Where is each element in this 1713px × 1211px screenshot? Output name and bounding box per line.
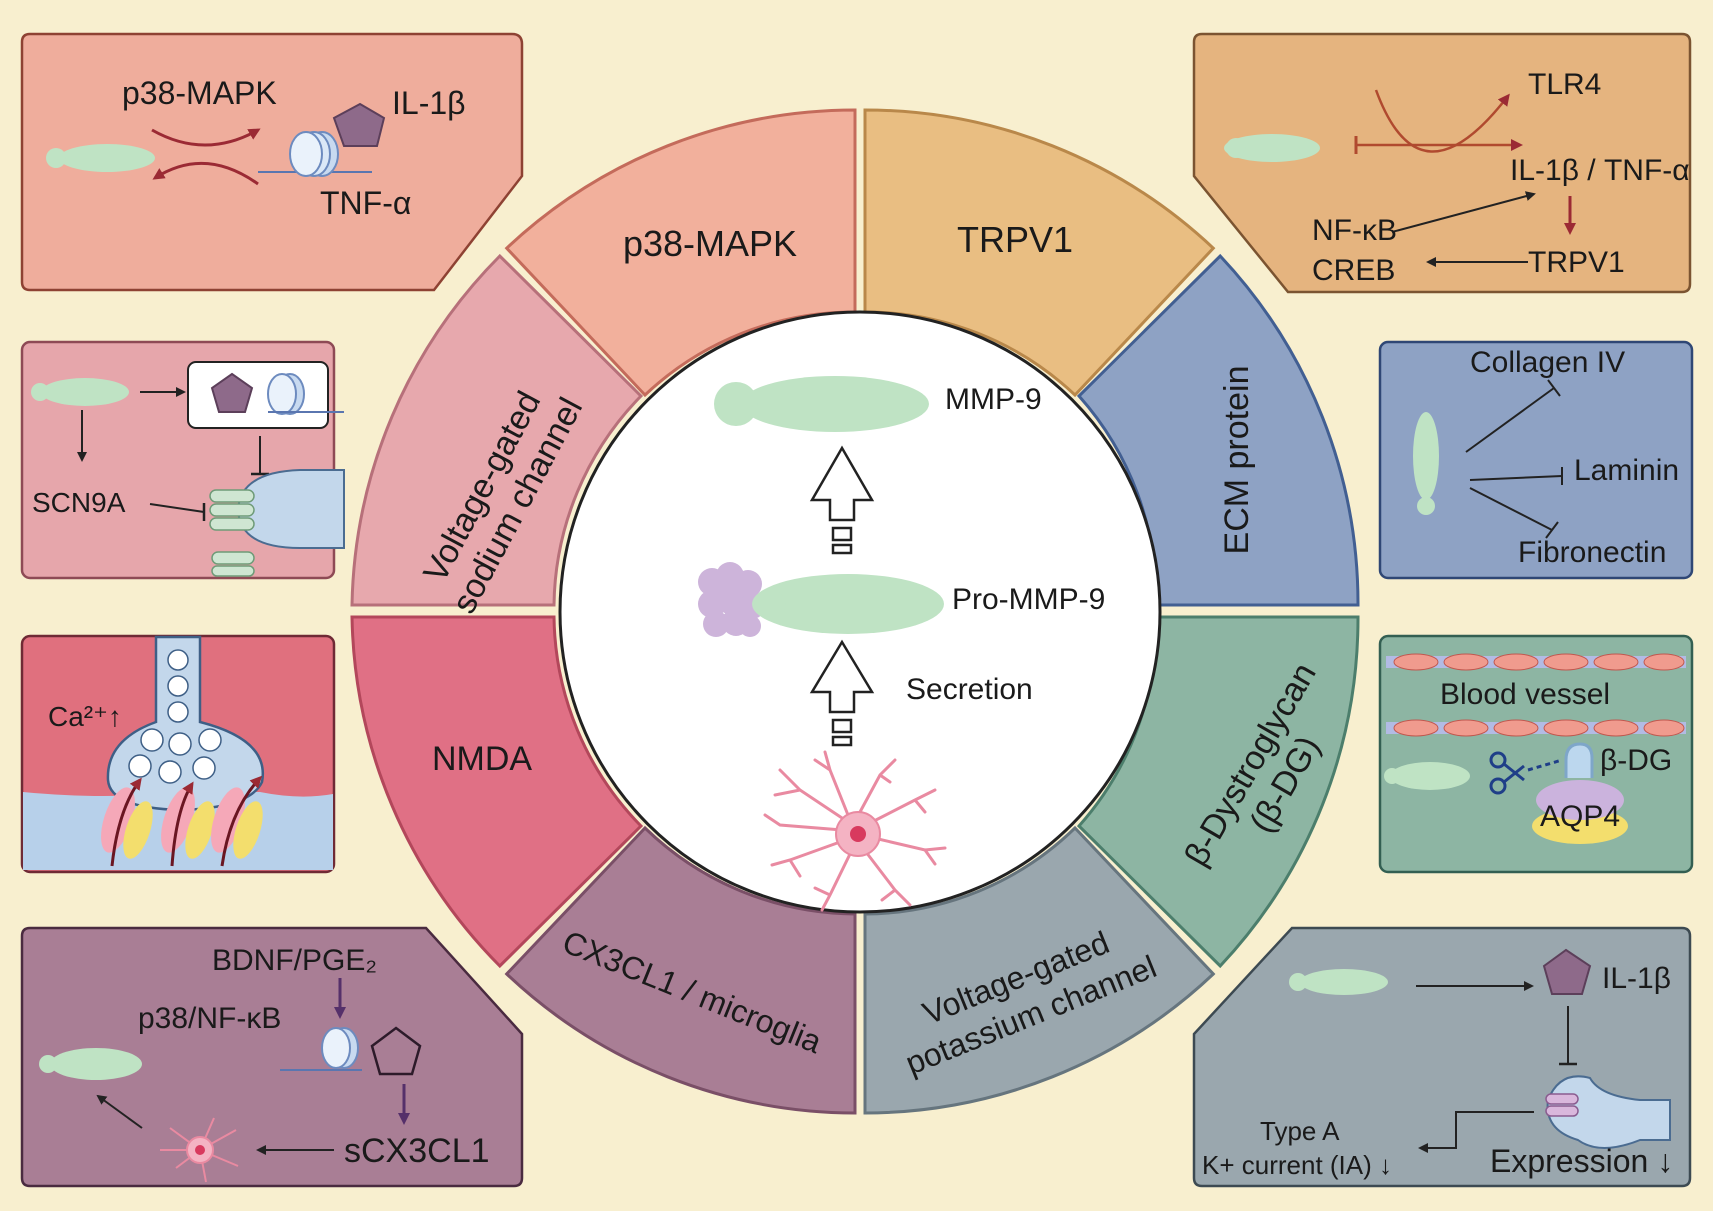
cytokine-pentagon-icon-potassium: [1542, 948, 1592, 995]
potassium-channel-icon: [1545, 1093, 1579, 1117]
panel-p38-il1b: IL-1β: [392, 85, 466, 121]
beta-dg-hook: [1564, 742, 1594, 778]
segment-trpv1: [863, 108, 1216, 398]
panel-ecm-fibronectin: Fibronectin: [1518, 536, 1666, 569]
hollow-arrow-lower: [809, 639, 875, 747]
synaptic-vesicles: [128, 649, 222, 784]
arrow-nfkb-to-cytokines: [1391, 191, 1536, 233]
panel-sodium-scn9a: SCN9A: [32, 487, 126, 518]
pentagon-outline-icon: [370, 1026, 422, 1076]
pro-mmp9-label: Pro-MMP-9: [952, 583, 1105, 616]
panel-cx3cl1: [20, 926, 524, 1188]
segment-label-ecm-protein: ECM protein: [1218, 366, 1256, 555]
ecm-inhibition-lines: [1465, 379, 1563, 539]
panel-dg-bdg: β-DG: [1600, 744, 1672, 777]
segment-voltage-gated-potassium: [863, 825, 1216, 1115]
red-arrow-forward: [151, 128, 261, 147]
mmp9-label: MMP-9: [945, 383, 1042, 416]
tlr4-curve-arrow: [1374, 89, 1510, 153]
panel-ecm-collagen: Collagen IV: [1470, 346, 1625, 379]
mmp9-icon-potassium: [1289, 969, 1388, 995]
neuron-nucleus: [850, 826, 866, 842]
arrow-to-current: [1418, 1111, 1534, 1153]
panel-potassium-expression: Expression ↓: [1490, 1143, 1673, 1179]
blood-vessel-bottom: [1386, 719, 1686, 737]
panel-trpv1-tlr4: TLR4: [1528, 68, 1601, 101]
panel-cx3cl1-scx3cl1: sCX3CL1: [344, 1132, 490, 1170]
calcium-influx-arrows: [110, 775, 263, 867]
cytokine-pentagon-icon-sodium: [210, 372, 254, 413]
panel-ecm: [1378, 340, 1694, 580]
segment-nmda: [350, 615, 644, 969]
segment-label-nmda: NMDA: [432, 740, 532, 778]
mmp9-icon-trpv1: [1224, 134, 1320, 162]
mmp9-icon-cx3cl1: [39, 1048, 142, 1080]
segment-p38-mapk: [504, 108, 857, 398]
aqp4-purple: [1536, 780, 1624, 820]
segment-cx3cl1-microglia: [504, 825, 857, 1115]
mmp9-icon-dg: [1384, 762, 1470, 790]
scissors-icon: [1489, 751, 1525, 795]
mmp9-icon-sodium: [31, 378, 129, 406]
blood-vessel-top: [1386, 653, 1686, 671]
segment-voltage-gated-sodium: [350, 253, 644, 607]
neuron-icon: [763, 750, 947, 912]
pro-mmp9-protein: [698, 562, 944, 637]
aqp4-yellow: [1532, 808, 1628, 844]
sodium-channel-icon: [209, 489, 255, 577]
microglia-nucleus: [195, 1145, 205, 1155]
mmp9-protein: [714, 376, 929, 432]
segment-ecm-protein: [1076, 253, 1360, 607]
panel-trpv1-cytokines: IL-1β / TNF-α: [1510, 154, 1690, 187]
panel-dg-aqp4: AQP4: [1540, 800, 1620, 833]
mmp9-icon: [46, 144, 155, 172]
panel-dg-vessel: Blood vessel: [1440, 678, 1610, 711]
microglia-icon: [160, 1117, 239, 1183]
cut-dashes: [1527, 758, 1563, 772]
panel-trpv1-nfkb: NF-κB: [1312, 214, 1397, 247]
red-arrow-back: [152, 161, 259, 186]
panel-potassium-il1b: IL-1β: [1602, 962, 1671, 995]
nucleosome-icon-sodium: [267, 373, 305, 415]
panel-potassium-type-a: Type A: [1260, 1116, 1340, 1146]
inhibit-scn9a: [149, 503, 205, 513]
nucleosome-icon: [289, 131, 339, 177]
panel-trpv1-creb: CREB: [1312, 254, 1395, 287]
hollow-arrow-upper: [809, 445, 875, 555]
secretion-label: Secretion: [906, 673, 1033, 706]
ring: [350, 108, 1360, 1115]
cytokine-box: [187, 361, 329, 429]
panel-nmda-ca: Ca²⁺↑: [48, 701, 122, 732]
panel-ecm-laminin: Laminin: [1574, 454, 1679, 487]
segment-label-trpv1: TRPV1: [957, 219, 1073, 260]
panel-potassium-current: K+ current (IA) ↓: [1202, 1150, 1392, 1180]
panel-beta-dg: [1378, 634, 1694, 874]
panel-p38-label: p38-MAPK: [122, 75, 277, 111]
panel-p38-tnfa: TNF-α: [320, 185, 411, 221]
panel-cx3cl1-bdnf: BDNF/PGE₂: [212, 944, 377, 977]
nucleosome-icon-cx3cl1: [321, 1027, 359, 1069]
panel-p38-mapk: [20, 32, 524, 292]
arrow-microglia-to-mmp9: [96, 1094, 143, 1129]
mmp9-icon-ecm: [1413, 412, 1439, 515]
panel-cx3cl1-p38nfkb: p38/NF-κB: [138, 1002, 281, 1035]
segment-label-p38-mapk: p38-MAPK: [623, 223, 797, 264]
panel-trpv1-trpv1: TRPV1: [1528, 246, 1625, 279]
cytokine-pentagon-icon: [332, 102, 386, 147]
